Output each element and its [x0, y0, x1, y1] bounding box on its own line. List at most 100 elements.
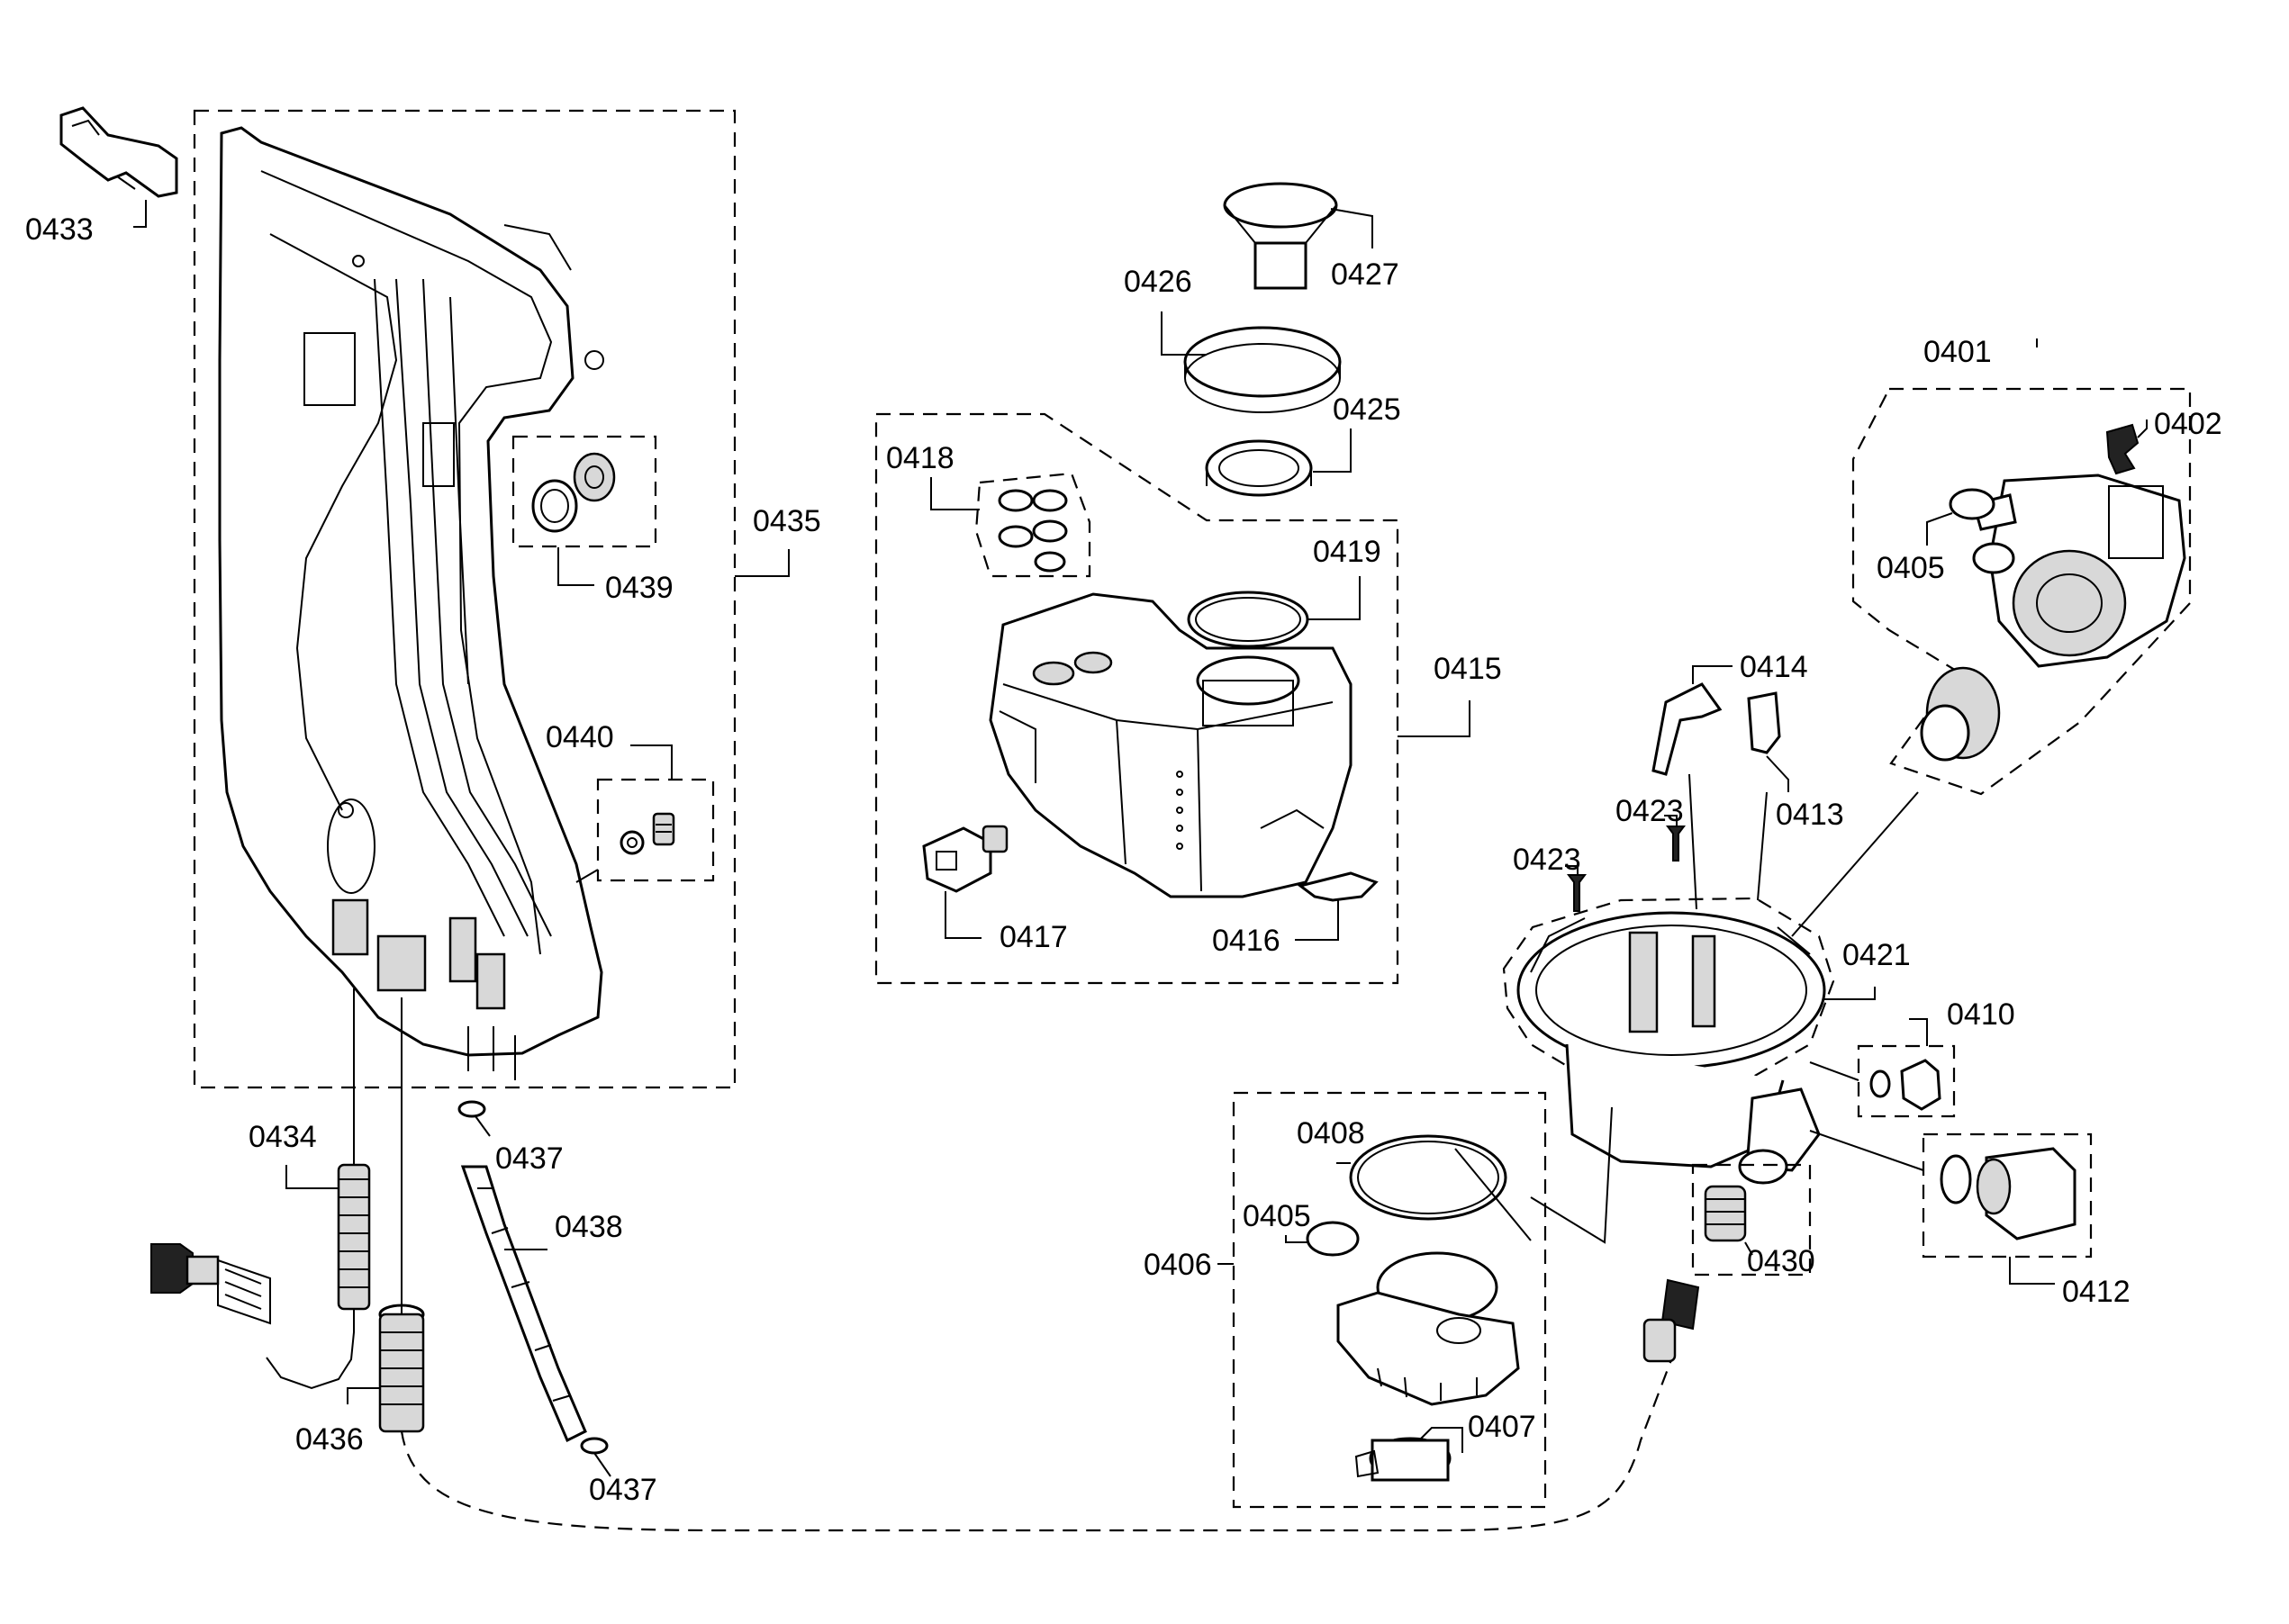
clamp-part-0437-bottom	[580, 1437, 609, 1455]
screw-part-0423-a	[1666, 826, 1686, 862]
bracket-part-0413	[1747, 691, 1781, 754]
leader-0423-a	[1664, 815, 1678, 826]
group-box-0415	[874, 412, 1399, 985]
leader-0435	[735, 549, 790, 577]
lid-part-0426	[1183, 326, 1342, 413]
leader-0436	[347, 1387, 380, 1404]
label-0408: 0408	[1297, 1116, 1365, 1150]
sump-part-0421	[1516, 911, 1826, 1185]
leader-0440-frame	[575, 869, 599, 883]
label-0416: 0416	[1212, 924, 1280, 958]
leader-0425	[1313, 429, 1352, 473]
leader-0430	[1744, 1241, 1753, 1256]
hose-part-0436	[378, 1304, 425, 1433]
leader-0433	[133, 200, 147, 228]
sensor-part-0417	[922, 825, 1009, 893]
link-impeller-sump	[1530, 1106, 1613, 1244]
impeller-housing-part-0406	[1336, 1251, 1520, 1406]
leader-0423-b	[1565, 865, 1579, 875]
clamp-part-0402	[2105, 423, 2140, 475]
leader-0434	[285, 1165, 339, 1189]
motor-part-0407	[1354, 1437, 1452, 1482]
label-0402: 0402	[2154, 407, 2222, 441]
sump-frame-part-0435	[218, 126, 604, 1080]
valve-part-0410	[1869, 1059, 1941, 1111]
leader-0410	[1909, 1018, 1928, 1046]
label-0413: 0413	[1776, 798, 1844, 832]
drain-path-link	[400, 1349, 1677, 1532]
connector-fitting	[150, 1243, 271, 1325]
hose-part-0434	[337, 1163, 371, 1311]
label-0438: 0438	[555, 1210, 623, 1244]
label-0421: 0421	[1842, 938, 1911, 972]
fitting-part-0440	[620, 812, 675, 855]
leader-0421	[1824, 987, 1876, 1000]
link-sump-0412	[1809, 1130, 1924, 1171]
drain-pump-part-0412	[1940, 1147, 2076, 1241]
label-0423-a: 0423	[1615, 794, 1684, 828]
label-0439: 0439	[605, 571, 674, 605]
label-0418: 0418	[886, 441, 955, 475]
leader-0405-pump	[1926, 512, 1953, 546]
link-sump-0414	[1688, 773, 1768, 910]
leader-0426	[1161, 311, 1207, 356]
leader-0414	[1692, 665, 1733, 684]
label-0430: 0430	[1747, 1244, 1815, 1278]
leader-0402	[2137, 420, 2148, 438]
spring-part-0430	[1704, 1185, 1747, 1242]
nut-part-0425	[1205, 439, 1313, 497]
label-0436: 0436	[295, 1422, 364, 1457]
leader-0440	[630, 744, 673, 780]
seal-part-0405-pump	[1949, 488, 1995, 520]
clip-part-0416	[1297, 871, 1379, 902]
group-box-0435	[193, 109, 737, 1089]
leader-0405-impeller	[1285, 1235, 1307, 1243]
link-sump-0410	[1809, 1061, 1859, 1081]
label-0425: 0425	[1333, 392, 1401, 427]
clip-part-0433	[59, 106, 178, 198]
leader-0418	[930, 477, 980, 510]
leader-0416	[1295, 900, 1339, 941]
leader-0412	[2009, 1257, 2055, 1285]
group-box-0440	[596, 778, 715, 882]
drain-fitting	[1642, 1278, 1700, 1363]
seals-part-0418	[998, 489, 1068, 573]
label-0410: 0410	[1947, 997, 2015, 1032]
leader-0419	[1307, 576, 1361, 620]
group-box-0412	[1922, 1132, 2093, 1259]
seal-ring-part-0419	[1187, 591, 1309, 648]
label-0434: 0434	[249, 1120, 317, 1154]
ring-part-0439	[531, 452, 616, 533]
group-box-0418	[974, 472, 1091, 578]
group-box-0401	[1851, 387, 2192, 796]
label-0401: 0401	[1923, 335, 1992, 369]
label-0405-pump: 0405	[1877, 551, 1945, 585]
label-0417: 0417	[1000, 920, 1068, 954]
label-0433: 0433	[25, 212, 94, 247]
leader-0407	[1418, 1427, 1463, 1453]
group-box-0430	[1691, 1163, 1812, 1277]
leader-0417	[945, 891, 982, 939]
label-0427: 0427	[1331, 257, 1399, 292]
link-0434	[266, 1309, 355, 1390]
label-0415: 0415	[1434, 652, 1502, 686]
label-0406: 0406	[1144, 1248, 1212, 1282]
clip-part-0414	[1651, 682, 1723, 776]
label-0419: 0419	[1313, 535, 1381, 569]
clamp-part-0437-top	[457, 1100, 486, 1118]
leader-0437-bottom	[593, 1452, 611, 1477]
group-box-0439	[511, 435, 657, 548]
label-0437-bottom: 0437	[589, 1473, 657, 1507]
leader-0415	[1398, 700, 1470, 737]
label-0407: 0407	[1468, 1410, 1536, 1444]
pump-part-0401	[1920, 474, 2186, 762]
cap-part-0427	[1223, 182, 1338, 290]
label-0435: 0435	[753, 504, 821, 538]
label-0426: 0426	[1124, 265, 1192, 299]
label-0414: 0414	[1740, 650, 1808, 684]
label-0437-top: 0437	[495, 1141, 564, 1176]
label-0405-impeller: 0405	[1243, 1199, 1311, 1233]
gasket-part-0408	[1349, 1134, 1532, 1241]
link-sump-pump	[1791, 791, 1919, 937]
